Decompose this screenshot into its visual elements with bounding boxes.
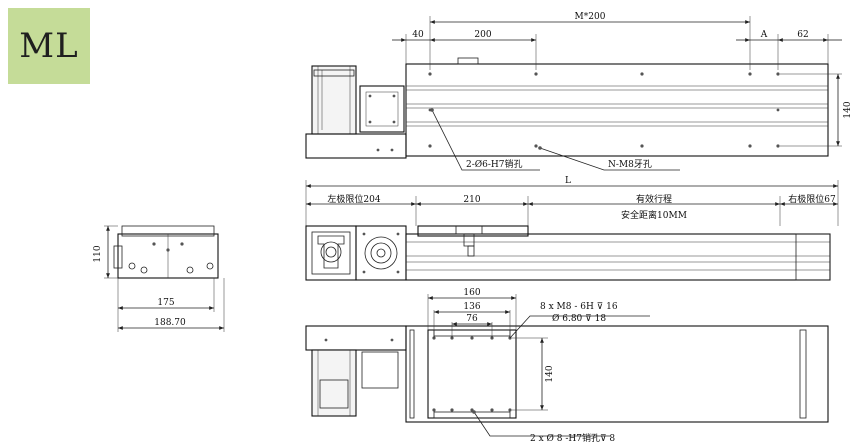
right-limit: 右极限位67 xyxy=(788,193,836,205)
bottom-motor-mount xyxy=(305,325,407,351)
dim-62: 62 xyxy=(797,30,808,40)
effective-stroke: 有效行程 xyxy=(636,193,672,205)
side-view: L 左极限位204 210 有效行程 右极限位67 安全距离10MM xyxy=(305,176,839,281)
model-badge: ML xyxy=(8,8,90,84)
dim-m200: M*200 xyxy=(575,12,606,22)
bottom-holes xyxy=(432,336,512,412)
dim-l: L xyxy=(565,176,571,186)
note-pin-hole: 2 x Ø 8 -H7销孔⊽ 8 xyxy=(530,432,615,444)
safety-distance: 安全距离10MM xyxy=(621,209,687,221)
dim-140-bottom: 140 xyxy=(545,365,555,382)
side-motor-end xyxy=(305,225,357,281)
dim-188-70: 188.70 xyxy=(154,318,186,328)
callout-pin-hole: 2-Ø6-H7销孔 xyxy=(466,158,523,170)
side-rail-body xyxy=(405,233,831,281)
top-motor-mount xyxy=(305,133,407,159)
note-thread: 8 x M8 - 6H ⊽ 16 xyxy=(540,302,618,312)
dim-a: A xyxy=(760,30,768,40)
dim-200: 200 xyxy=(474,30,491,40)
end-view: 110 175 188.70 xyxy=(93,225,225,332)
model-label: ML xyxy=(19,26,79,66)
dim-175: 175 xyxy=(157,298,174,308)
dim-140-top: 140 xyxy=(843,101,853,118)
top-coupling-housing xyxy=(359,85,405,133)
top-holes xyxy=(428,72,780,148)
side-carriage xyxy=(417,225,529,237)
bottom-motor-body xyxy=(311,349,357,417)
top-rail-body xyxy=(405,63,829,157)
dim-40: 40 xyxy=(412,30,424,40)
bottom-rail-body xyxy=(405,325,829,423)
dim-76: 76 xyxy=(466,314,478,324)
note-counterbore: Ø 6.80 ⊽ 18 xyxy=(552,313,606,324)
callout-thread-hole: N-M8牙孔 xyxy=(608,159,652,170)
dim-110: 110 xyxy=(93,245,103,262)
bottom-view: 160 136 76 140 8 x M8 - 6H ⊽ 16 Ø 6.80 ⊽… xyxy=(305,288,829,444)
dim-160: 160 xyxy=(463,288,480,298)
dim-210: 210 xyxy=(463,195,480,205)
top-view: M*200 40 200 A 62 140 2-Ø6-H7销孔 N-M8牙孔 xyxy=(305,12,853,171)
bottom-carriage xyxy=(427,329,517,419)
left-limit: 左极限位204 xyxy=(327,193,380,205)
dim-136: 136 xyxy=(463,302,480,312)
